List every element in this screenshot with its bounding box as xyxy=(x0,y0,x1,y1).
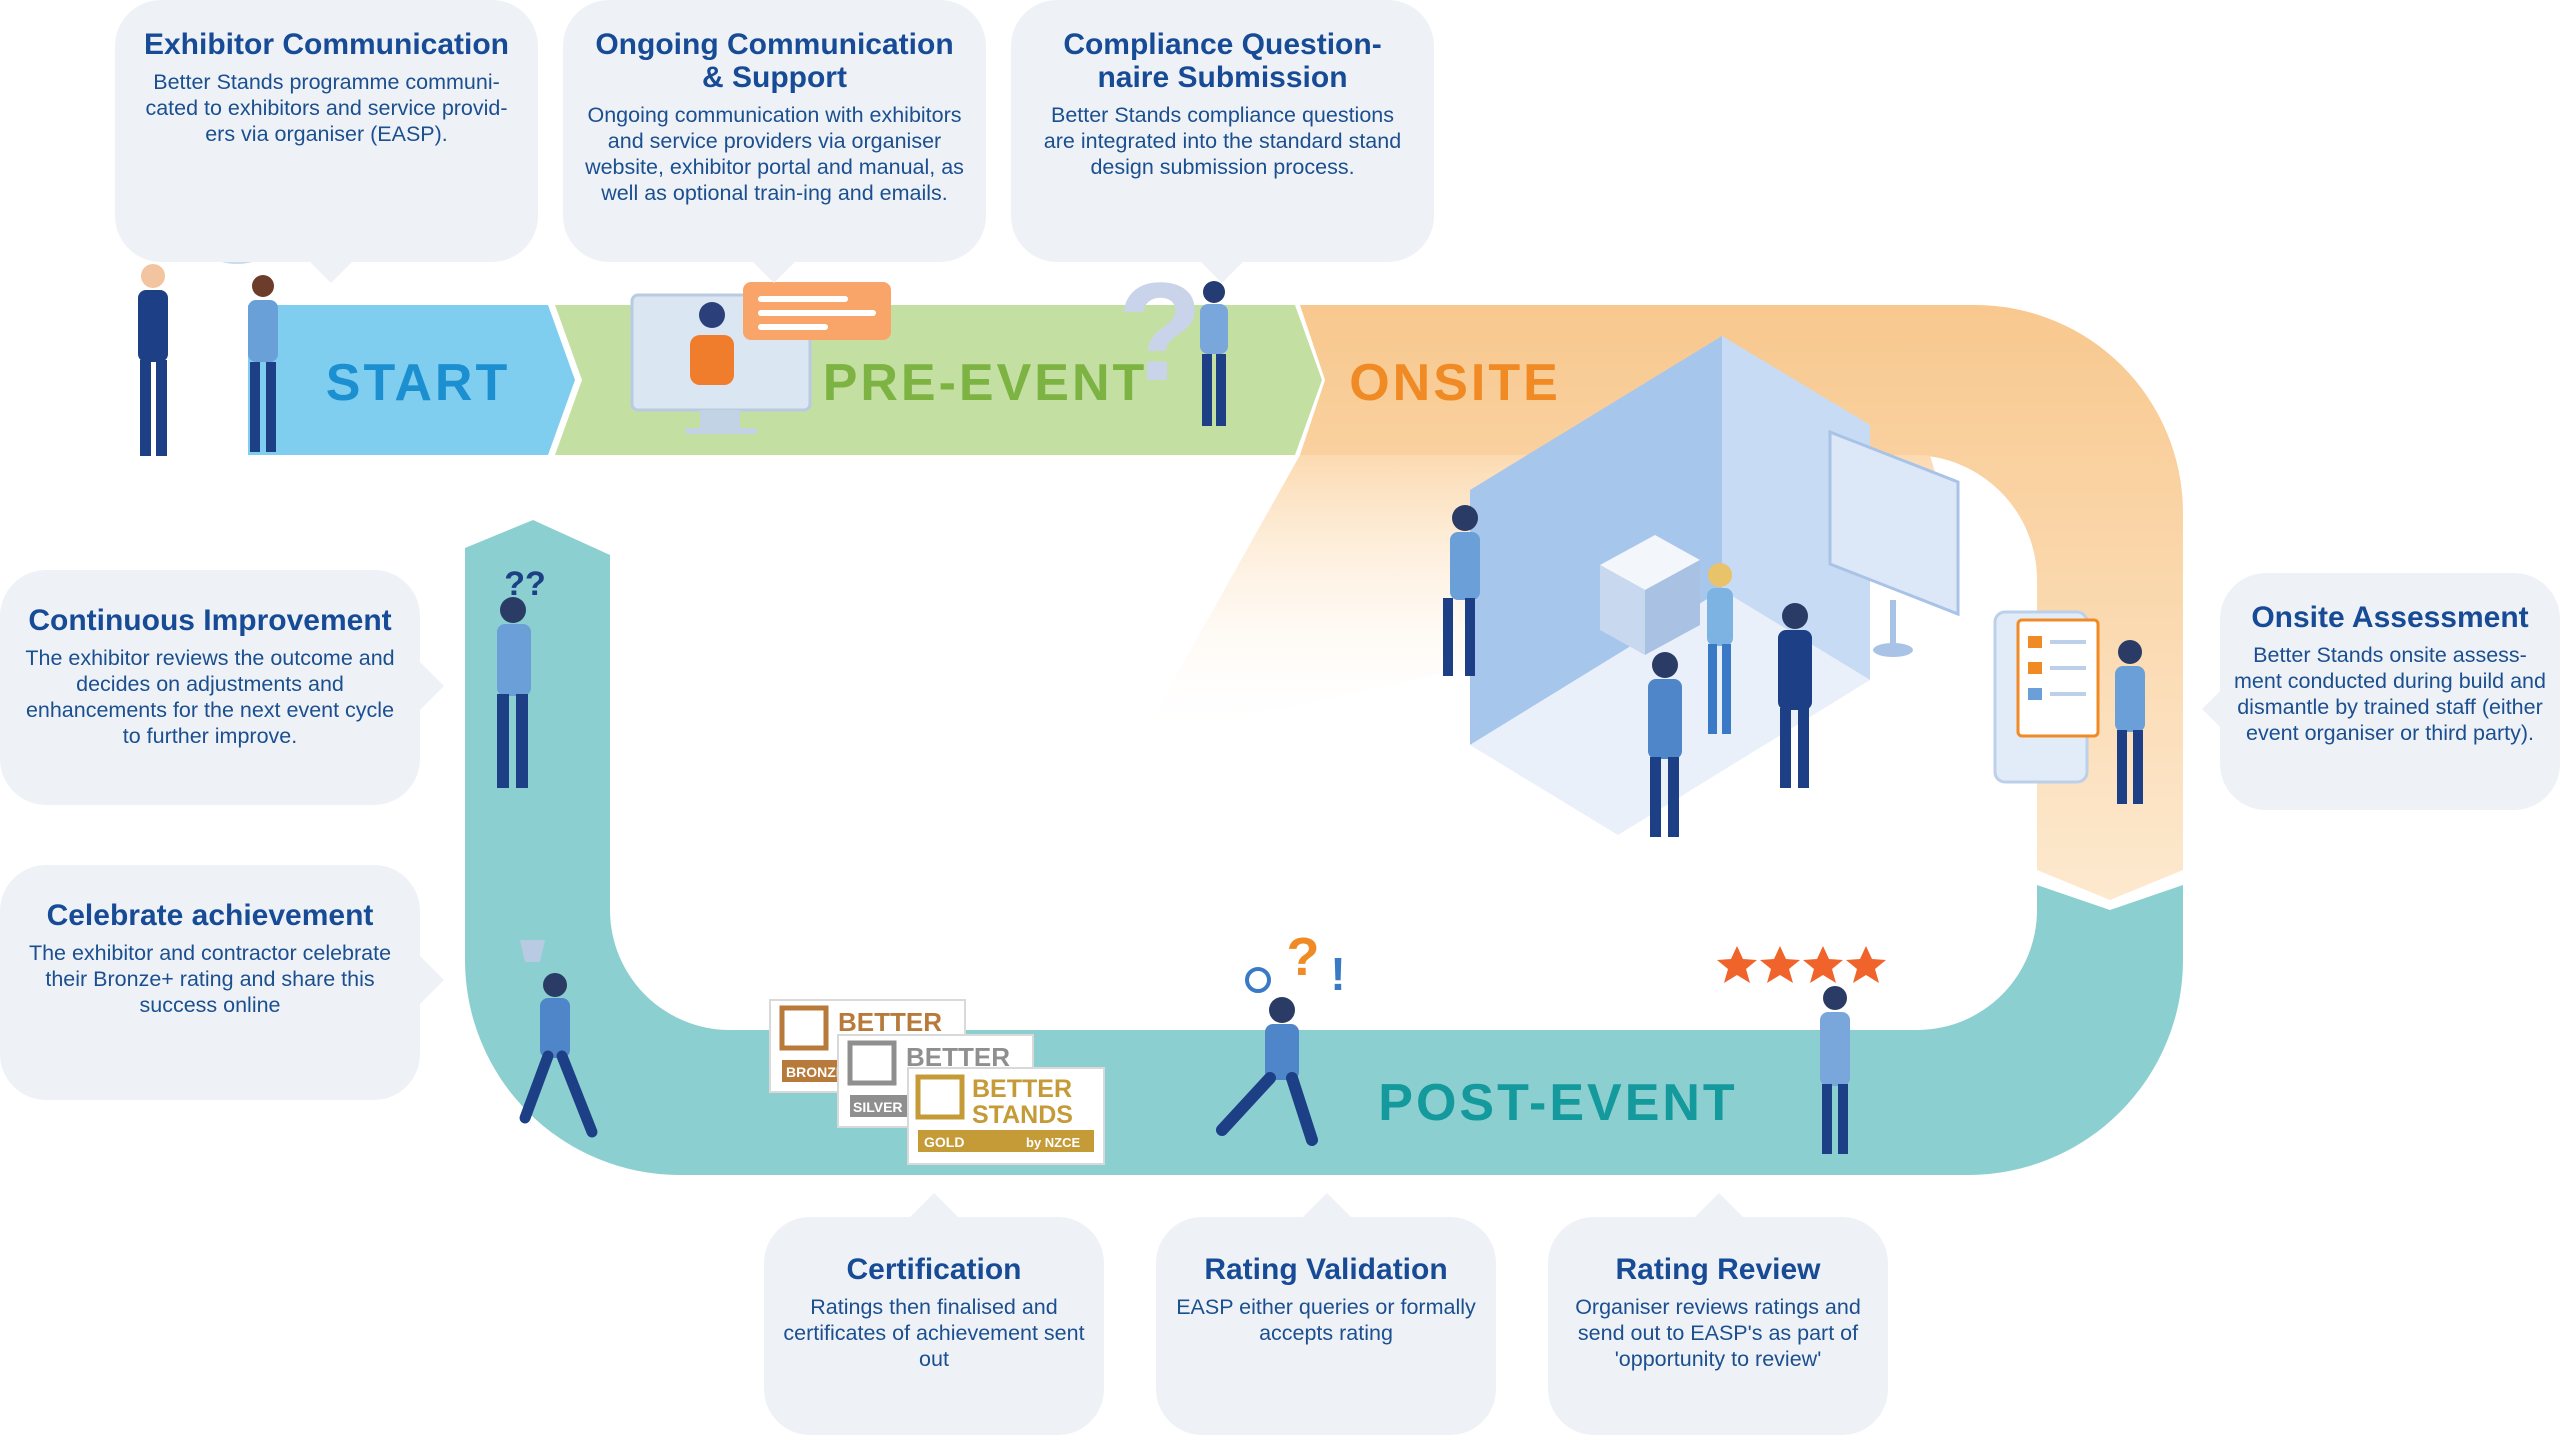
star-icon xyxy=(1760,946,1800,983)
bubble-onsite-assessment: Onsite Assessment Better Stands onsite a… xyxy=(2220,573,2560,810)
star-icon xyxy=(1803,946,1843,983)
stage-pre-event-label: PRE-EVENT xyxy=(823,354,1148,412)
checklist-illustration xyxy=(1993,610,2145,804)
monitor-chat-illustration xyxy=(630,282,891,434)
bubble-compliance-questionnaire: Compliance Question-naire Submission Bet… xyxy=(1011,0,1434,262)
magnifier-icon xyxy=(1245,967,1271,993)
certificate-gold-brand: by NZCE xyxy=(1026,1135,1081,1150)
ongoing-communication-text: Ongoing communication with exhibitors an… xyxy=(585,103,964,205)
start-band xyxy=(248,305,575,455)
celebrate-achievement-title: Celebrate achievement xyxy=(46,899,374,932)
certificate-gold: BETTER STANDS GOLD by NZCE xyxy=(907,1067,1105,1165)
star-icon xyxy=(1846,946,1886,983)
trophy-icon xyxy=(520,940,545,962)
star-icon xyxy=(1717,946,1757,983)
stage-onsite-label: ONSITE xyxy=(1349,354,1561,412)
question-mark-icon: ? xyxy=(1117,253,1203,410)
certificate-gold-level: GOLD xyxy=(924,1134,964,1150)
certification-title: Certification xyxy=(846,1253,1022,1286)
compliance-questionnaire-text: Better Stands compliance questions are i… xyxy=(1043,103,1402,179)
certificate-bronze-level: BRONZE xyxy=(786,1064,845,1080)
thinking-person-illustration: ?? xyxy=(497,565,546,788)
bubble-celebrate-achievement: Celebrate achievement The exhibitor and … xyxy=(0,865,420,1100)
rating-review-illustration xyxy=(1717,946,1886,1154)
question-marks-icon: ?? xyxy=(504,565,546,603)
stage-post-event-label: POST-EVENT xyxy=(1378,1074,1737,1132)
rating-validation-illustration: ? ! xyxy=(1216,927,1346,1146)
certificate-gold-word2: STANDS xyxy=(972,1101,1073,1129)
rating-review-title: Rating Review xyxy=(1615,1253,1821,1286)
certificate-bronze-word: BETTER xyxy=(838,1007,942,1037)
bubble-exhibitor-communication: Exhibitor Communication Better Stands pr… xyxy=(115,0,538,262)
bubble-rating-validation: Rating Validation EASP either queries or… xyxy=(1156,1217,1496,1435)
certificate-gold-word1: BETTER xyxy=(972,1075,1072,1103)
bubble-rating-review: Rating Review Organiser reviews ratings … xyxy=(1548,1217,1888,1435)
celebrate-illustration xyxy=(519,940,598,1138)
stage-start-label: START xyxy=(326,354,510,412)
exhibitor-communication-title: Exhibitor Communication xyxy=(143,28,509,61)
post-event-band xyxy=(465,520,2183,1175)
bubble-ongoing-communication: Ongoing Communication & Support Ongoing … xyxy=(563,0,986,262)
onsite-assessment-title: Onsite Assessment xyxy=(2251,601,2529,634)
bubble-certification: Certification Ratings then finalised and… xyxy=(764,1217,1104,1435)
rating-validation-text: EASP either queries or formally accepts … xyxy=(1176,1295,1476,1345)
continuous-improvement-text: The exhibitor reviews the outcome and de… xyxy=(25,646,395,748)
rating-validation-title: Rating Validation xyxy=(1204,1253,1448,1286)
onsite-assessment-text: Better Stands onsite assess-ment conduct… xyxy=(2234,643,2546,745)
question-mark-icon: ? xyxy=(1287,927,1320,987)
questionnaire-illustration: ? xyxy=(1117,253,1228,426)
certification-text: Ratings then finalised and certificates … xyxy=(783,1295,1085,1371)
exclamation-icon: ! xyxy=(1330,948,1345,1000)
continuous-improvement-title: Continuous Improvement xyxy=(28,604,392,637)
rating-review-text: Organiser reviews ratings and send out t… xyxy=(1575,1295,1861,1371)
certificate-silver-level: SILVER xyxy=(853,1099,903,1115)
ongoing-communication-title: Ongoing Communication & Support xyxy=(595,28,954,94)
bubble-continuous-improvement: Continuous Improvement The exhibitor rev… xyxy=(0,570,420,805)
celebrate-achievement-text: The exhibitor and contractor celebrate t… xyxy=(28,941,392,1017)
exhibition-stand-illustration xyxy=(1443,336,1960,837)
onsite-band xyxy=(1300,305,2183,900)
compliance-questionnaire-title: Compliance Question-naire Submission xyxy=(1063,28,1382,94)
exhibitor-communication-text: Better Stands programme communi-cated to… xyxy=(145,70,508,146)
